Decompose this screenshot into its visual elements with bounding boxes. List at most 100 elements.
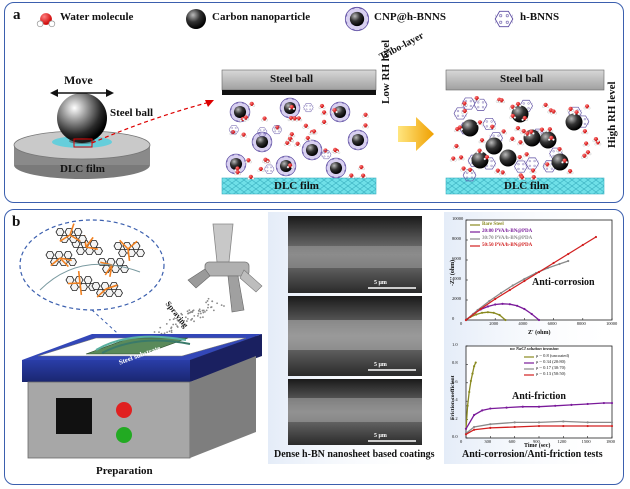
low-rh-schematic	[221, 69, 377, 195]
data-point	[464, 318, 468, 322]
spray-droplet	[186, 317, 189, 320]
y-tick-label: 6000	[452, 256, 461, 261]
data-point	[489, 426, 492, 429]
dlc-film-label-high: DLC film	[504, 180, 549, 192]
dlc-film-label-low: DLC film	[274, 180, 319, 192]
water-molecule	[257, 166, 265, 172]
nyquist-chart	[464, 219, 613, 322]
data-point	[480, 311, 484, 314]
data-point	[558, 262, 561, 266]
spray-droplet	[199, 312, 202, 315]
data-point	[586, 402, 589, 406]
legend-water-icon	[36, 12, 56, 28]
data-point	[499, 291, 503, 295]
hbnns-sheet	[264, 164, 275, 174]
data-point	[521, 405, 524, 408]
y-tick-label: 8000	[452, 236, 461, 241]
hbnns-sheet	[303, 103, 314, 113]
data-point	[537, 318, 541, 322]
spray-droplet	[191, 317, 194, 320]
hbnns-sheet	[257, 127, 268, 137]
contact-zoom-box	[73, 100, 214, 148]
water-molecule	[449, 156, 457, 162]
spray-droplet	[193, 315, 196, 317]
data-point	[474, 361, 477, 364]
spray-droplet	[159, 326, 162, 329]
data-point	[513, 425, 516, 429]
spray-droplet	[223, 305, 225, 307]
scale-bar-3: 5 μm	[374, 433, 387, 439]
spray-droplet	[197, 309, 200, 312]
steel-substrate	[85, 335, 191, 355]
water-molecule	[362, 123, 369, 129]
water-molecule	[320, 110, 328, 116]
data-point	[473, 365, 476, 368]
spray-droplet	[188, 312, 190, 314]
data-point	[610, 424, 614, 428]
data-point	[473, 413, 476, 417]
data-point	[523, 307, 526, 311]
series-line	[465, 260, 569, 321]
legend-entry: 20:80 PVA/h-BN@PDA	[482, 229, 533, 234]
y-tick-label: 0.2	[452, 415, 458, 421]
data-point	[475, 313, 478, 316]
carbon-particle	[461, 119, 479, 137]
data-point	[562, 424, 565, 428]
x-tick-label: 6000	[547, 321, 557, 326]
x-tick-label: 10000	[606, 321, 618, 326]
high-rh-label: High RH level	[606, 81, 618, 148]
spray-droplet	[178, 321, 181, 324]
data-point	[610, 421, 614, 424]
spray-droplet	[199, 316, 202, 319]
water-molecule	[478, 137, 486, 144]
spray-droplet	[176, 325, 178, 327]
nanosheet-cluster	[65, 270, 97, 296]
panel-a-label: a	[13, 7, 21, 23]
water-molecule	[318, 103, 326, 109]
x-tick-label: 300	[484, 439, 492, 444]
data-point	[469, 379, 472, 383]
water-molecule	[508, 136, 516, 142]
data-point	[562, 420, 565, 423]
spray-droplet	[207, 297, 210, 300]
data-point	[486, 311, 489, 314]
cnp-particle	[325, 157, 347, 179]
nanosheet-cluster	[91, 282, 123, 298]
legend-water-label: Water molecule	[60, 11, 134, 23]
spray-droplet	[198, 308, 201, 311]
data-point	[513, 421, 516, 424]
panel-b-label: b	[12, 214, 21, 230]
water-molecule	[523, 151, 530, 158]
data-point	[494, 297, 497, 301]
nanosheet-zoom-bubble	[19, 219, 165, 353]
spray-droplet	[205, 309, 208, 312]
water-molecule	[302, 123, 310, 129]
carbon-particle	[539, 131, 557, 149]
data-point	[570, 403, 573, 406]
legend-hbnns-icon	[494, 10, 514, 28]
nanosheet-cluster	[55, 223, 87, 243]
chart2-annotation: Anti-friction	[512, 391, 566, 402]
data-point	[516, 304, 519, 307]
water-molecule	[362, 112, 369, 118]
spray-droplet	[168, 330, 171, 333]
low-rh-label: Low RH level	[380, 39, 392, 104]
data-point	[501, 302, 504, 305]
water-molecule	[514, 125, 522, 132]
spray-droplet	[206, 300, 209, 302]
spray-droplet	[212, 309, 215, 312]
water-molecule	[247, 174, 255, 180]
legend-carbon-icon	[186, 9, 206, 29]
data-point	[473, 428, 476, 431]
data-point	[464, 433, 468, 436]
legend-entry: Bare Steel	[482, 222, 504, 227]
steel-ball-label-high: Steel ball	[500, 73, 544, 85]
spray-droplet	[202, 316, 204, 319]
friction-chart	[464, 345, 614, 439]
data-point	[552, 261, 555, 265]
legend-entry: μ ~ 0.8 (uncoated)	[536, 353, 570, 358]
chart1-ylabel: -Z'' (ohm)	[450, 259, 456, 286]
water-molecule	[304, 135, 312, 141]
carbon-particle	[565, 113, 583, 131]
